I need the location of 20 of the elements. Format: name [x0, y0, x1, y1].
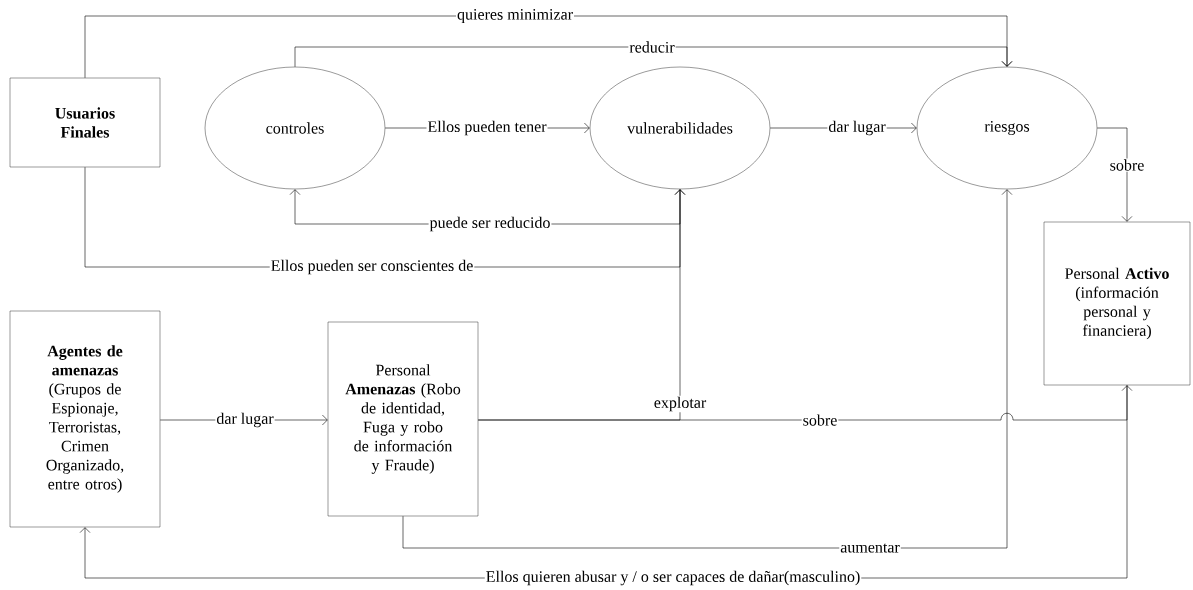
- edge-label: dar lugar: [827, 119, 887, 137]
- actor-box: Usuarios Finales: [9, 77, 161, 168]
- agent-box: Agentes de amenazas (Grupos de Espionaje, Terroristas, Crimen Organizado, entre otros): [9, 310, 161, 528]
- edge-label: Ellos quieren abusar y / o ser capaces de dañar(masculino): [484, 569, 862, 587]
- edge-label: Ellos pueden tener: [426, 119, 548, 137]
- edge-label: Ellos pueden ser conscientes de: [269, 258, 475, 276]
- edge-label: dar lugar: [215, 411, 275, 429]
- arrow: [477, 385, 1133, 421]
- arrow: [294, 46, 1013, 68]
- edge-label: puede ser reducido: [428, 215, 552, 233]
- threat-box: Personal Amenazas (Robo de identidad, Fuga y robo de información y Fraude): [327, 321, 479, 517]
- arrow: [1096, 127, 1133, 222]
- edge-label: explotar: [652, 395, 708, 413]
- edge-label: quieres minimizar: [456, 8, 574, 24]
- edge-label: sobre: [801, 413, 839, 427]
- arrow: [402, 189, 1013, 549]
- edge-label: aumentar: [839, 542, 901, 554]
- asset-box: Personal Activo (información personal y financiera): [1043, 221, 1191, 386]
- edge-label: sobre: [1108, 158, 1146, 172]
- edge-label: reducir: [628, 40, 676, 54]
